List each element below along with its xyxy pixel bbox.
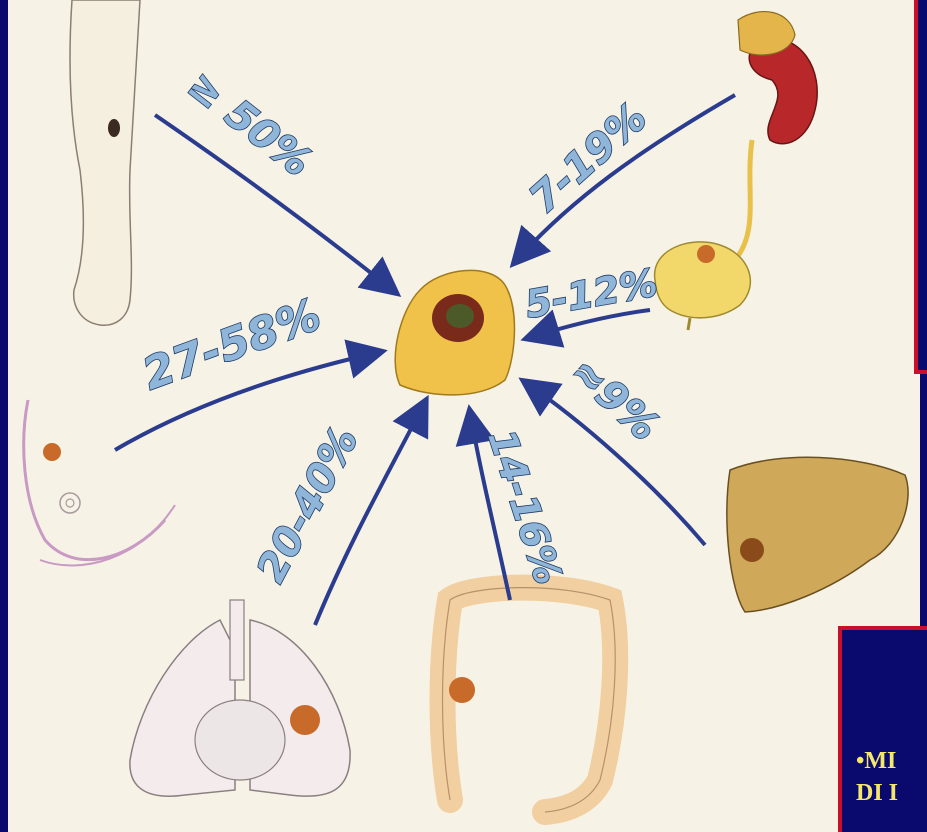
leg-illustration: [70, 0, 140, 325]
label-leg: ≥ 50%: [179, 62, 320, 186]
liver-illustration: [727, 457, 908, 612]
label-bladder: 5-12%: [522, 260, 661, 326]
label-liver: ≈9%: [561, 348, 667, 450]
melanoma-lesion: [108, 119, 120, 137]
breast-illustration: [24, 400, 175, 565]
liver-tumor: [740, 538, 764, 562]
colon-tumor: [449, 677, 475, 703]
colon-illustration: [443, 588, 616, 812]
label-colon: 14-16%: [479, 424, 570, 589]
bladder-illustration: [655, 242, 751, 330]
caption-line-2: DI I: [856, 780, 898, 807]
brain-illustration: [395, 270, 514, 395]
lung-tumor: [290, 705, 320, 735]
label-lung: 20-40%: [248, 420, 367, 590]
caption-line-1: •MI: [856, 748, 896, 775]
label-breast: 27-58%: [136, 289, 327, 400]
lung-illustration: [130, 600, 350, 796]
kidney-illustration: [735, 12, 817, 260]
breast-tumor: [43, 443, 61, 461]
caption-panel: •MI DI I: [838, 626, 927, 832]
